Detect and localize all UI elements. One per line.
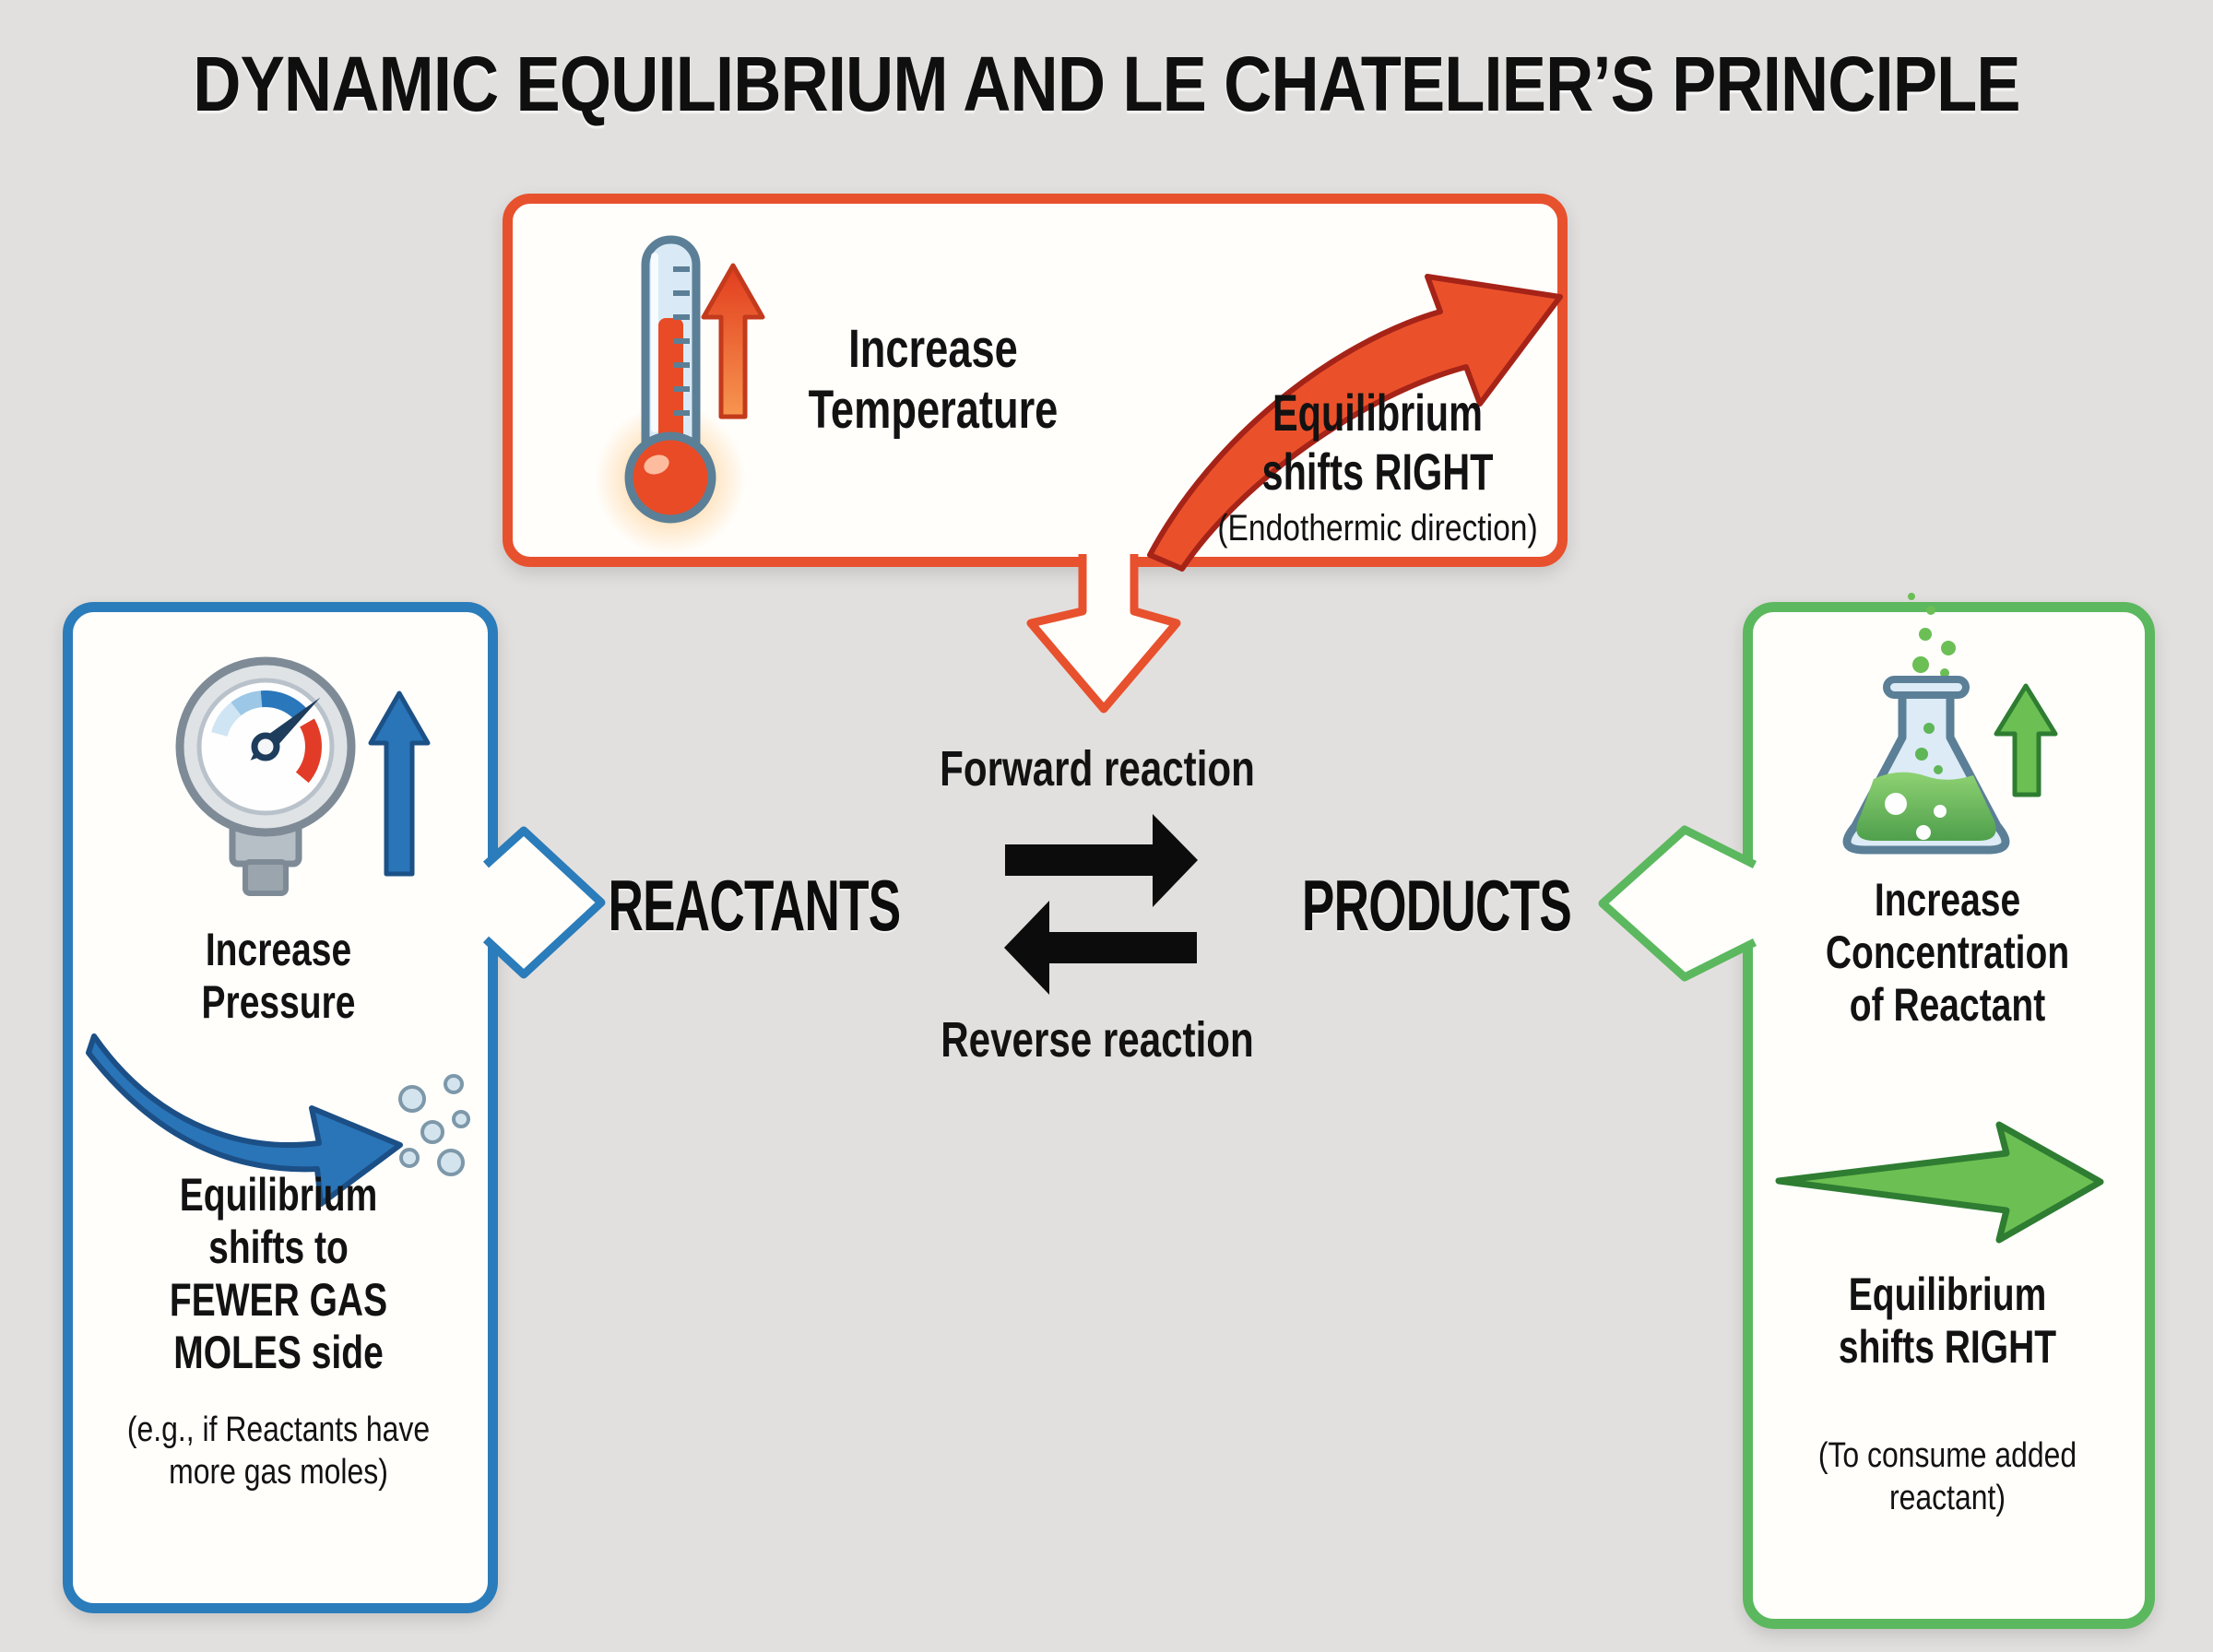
pressure-heading-line1: Increase [205, 924, 352, 975]
thermometer-icon [595, 235, 746, 555]
temperature-heading-line2: Temperature [808, 380, 1059, 441]
concentration-to-center-arrow [1598, 825, 1757, 982]
temperature-heading-line1: Increase [848, 319, 1018, 379]
pressure-result-line3: FEWER GAS [169, 1274, 388, 1326]
forward-reaction-label: Forward reaction [940, 741, 1255, 796]
concentration-heading-line1: Increase [1874, 874, 2021, 926]
gas-molecules-icon [398, 1074, 470, 1176]
pressure-shift-arrow-icon [86, 1033, 403, 1207]
pressure-note-line1: (e.g., if Reactants have [126, 1410, 431, 1449]
reverse-reaction-label: Reverse reaction [941, 1012, 1254, 1068]
temperature-result: Equilibrium shifts RIGHT [1262, 384, 1494, 502]
concentration-up-arrow-icon [1994, 683, 2058, 797]
concentration-result: Equilibrium shifts RIGHT [1839, 1268, 2056, 1374]
pressure-note: (e.g., if Reactants have more gas moles) [127, 1409, 430, 1494]
concentration-shift-arrow-icon [1775, 1121, 2104, 1244]
temperature-result-line1: Equilibrium [1272, 384, 1483, 442]
pressure-up-arrow-icon [368, 690, 431, 877]
temperature-note: (Endothermic direction) [1217, 508, 1538, 549]
pressure-heading-line2: Pressure [201, 976, 356, 1028]
concentration-result-line2: shifts RIGHT [1838, 1321, 2057, 1373]
pressure-result: Equilibrium shifts to FEWER GAS MOLES si… [170, 1169, 387, 1379]
temperature-to-center-arrow [1026, 554, 1181, 714]
page-title: DYNAMIC EQUILIBRIUM AND LE CHATELIER’S P… [193, 41, 2020, 127]
forward-arrow-icon [1005, 814, 1198, 907]
temperature-result-line2: shifts RIGHT [1261, 442, 1494, 501]
reactants-label: REACTANTS [608, 865, 901, 946]
concentration-note: (To consume added reactant) [1818, 1434, 2077, 1520]
concentration-note-line2: reactant) [1889, 1479, 2006, 1518]
pressure-note-line2: more gas moles) [169, 1453, 388, 1493]
concentration-note-line1: (To consume added [1817, 1436, 2077, 1475]
pressure-to-center-arrow [482, 826, 606, 979]
temperature-up-arrow-icon [701, 263, 765, 419]
pressure-gauge-icon [175, 656, 356, 896]
concentration-result-line1: Equilibrium [1848, 1268, 2047, 1320]
concentration-heading-line3: of Reactant [1849, 979, 2046, 1031]
pressure-result-line1: Equilibrium [179, 1169, 378, 1221]
reverse-arrow-icon [1004, 901, 1197, 995]
flask-icon [1842, 593, 2010, 855]
concentration-heading-line2: Concentration [1825, 926, 2070, 978]
products-label: PRODUCTS [1301, 865, 1572, 946]
concentration-heading: Increase Concentration of Reactant [1826, 874, 2069, 1032]
temperature-heading: Increase Temperature [809, 319, 1059, 441]
pressure-result-line4: MOLES side [173, 1327, 384, 1378]
temperature-shift-arrow-icon [1147, 274, 1563, 572]
pressure-result-line2: shifts to [208, 1221, 349, 1273]
pressure-heading: Increase Pressure [202, 924, 356, 1029]
